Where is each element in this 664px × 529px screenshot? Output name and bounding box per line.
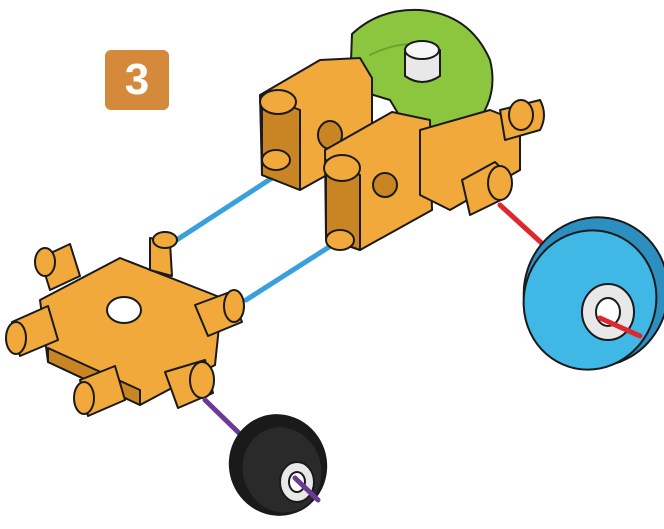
red-axle-through-wheel — [597, 315, 643, 339]
step-number-badge: 3 — [105, 50, 169, 110]
black-wheel — [228, 414, 328, 516]
blue-wheel — [522, 216, 664, 371]
cross-hub-part — [5, 231, 245, 417]
orange-block-front — [323, 111, 433, 251]
step-number: 3 — [124, 55, 150, 104]
white-peg — [404, 40, 441, 83]
orange-axle-holder — [419, 99, 545, 216]
blue-guide-lines — [169, 175, 343, 303]
purple-guide-line — [202, 397, 243, 437]
purple-axle-through-wheel — [292, 475, 321, 503]
